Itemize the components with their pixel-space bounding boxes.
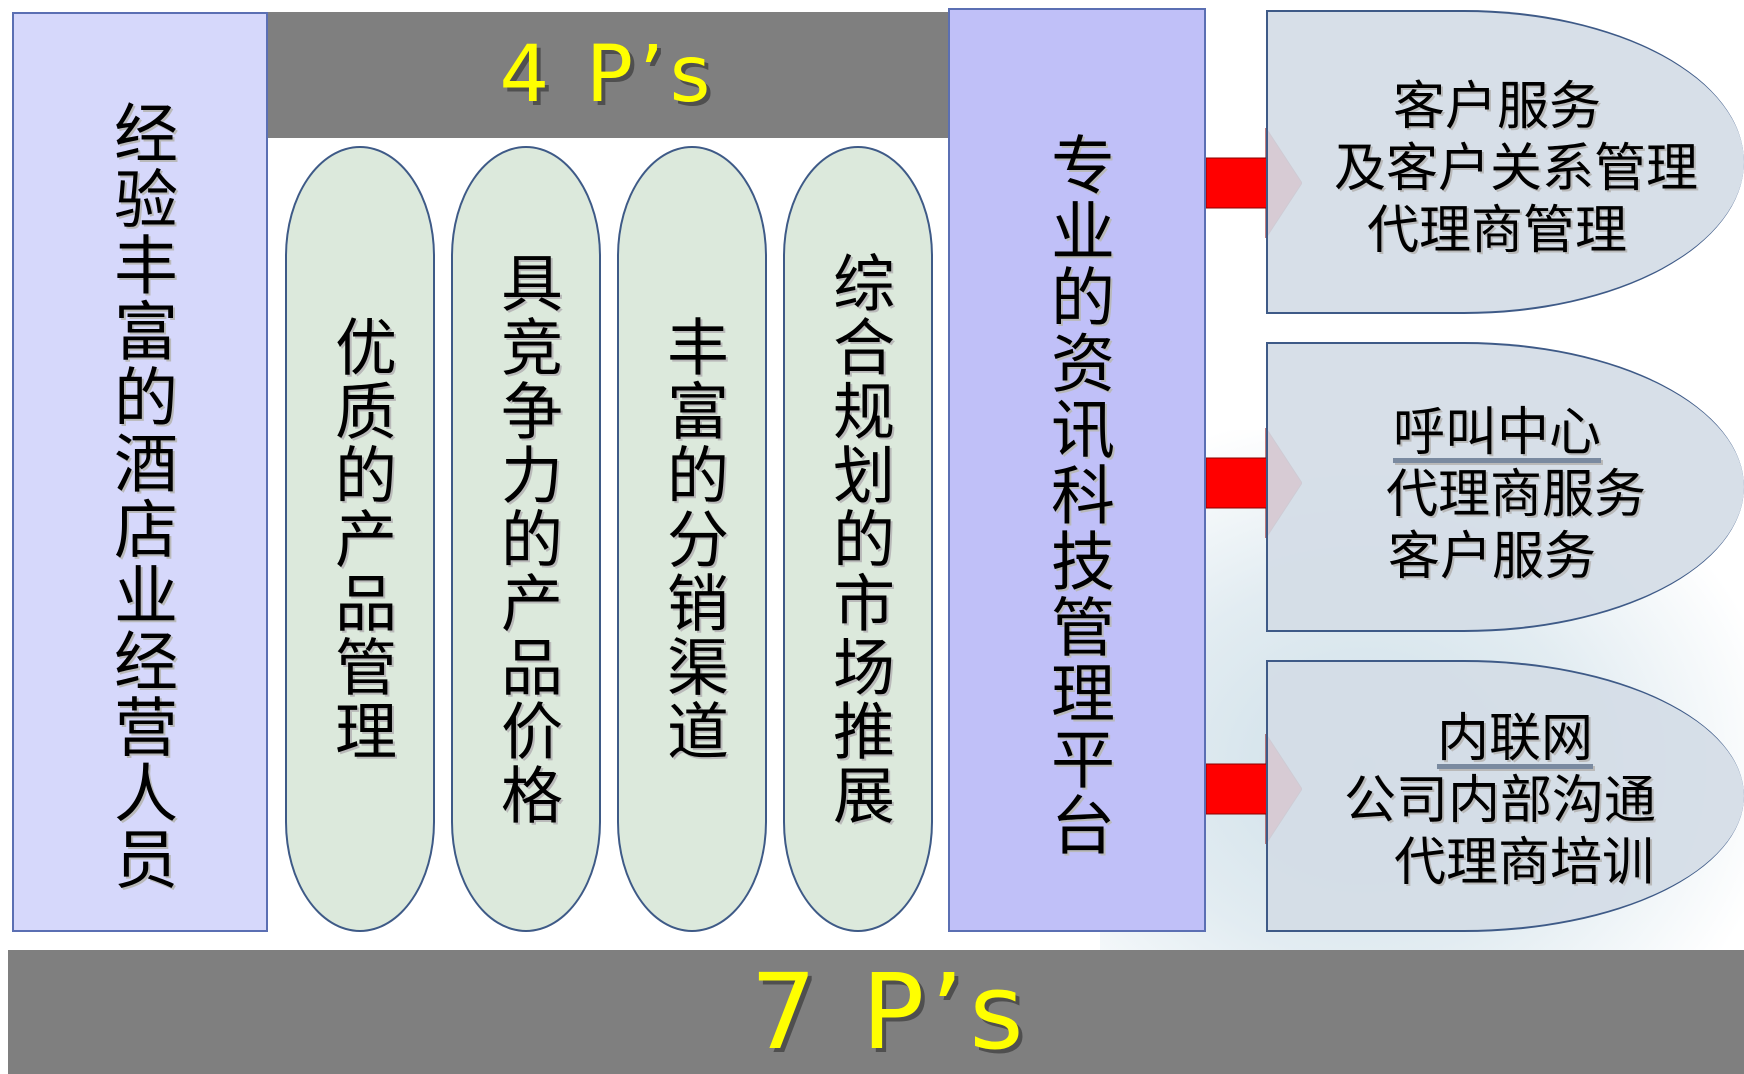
card-line: 公司内部沟通 (1343, 771, 1656, 831)
pillar-label: 优质的产品管理 (324, 315, 397, 763)
top-bar-title: 4 P’s (499, 30, 717, 120)
pillar-distribution-channels: 丰富的分销渠道 (617, 146, 767, 932)
card-line: 代理商管理 (1366, 201, 1627, 261)
card-line-link-text: 呼叫中心 (1392, 403, 1601, 463)
pillar-market-promotion: 综合规划的市场推展 (783, 146, 933, 932)
card-customer-service: 客户服务 及客户关系管理 代理商管理 (1266, 10, 1744, 314)
pillar-label: 具竞争力的产品价格 (490, 251, 563, 827)
pillar-competitive-price: 具竞争力的产品价格 (451, 146, 601, 932)
card-line: 内联网 (1268, 708, 1744, 770)
left-panel-experienced-staff: 经验丰富的酒店业经营人员 (12, 12, 268, 932)
card-line: 呼叫中心 (1268, 402, 1744, 464)
card-line-link-text: 内联网 (1436, 709, 1593, 769)
card-line: 客户服务 (1392, 77, 1601, 137)
card-line: 代理商服务 (1385, 465, 1646, 525)
card-intranet: 内联网 公司内部沟通 代理商培训 (1266, 660, 1744, 932)
bottom-bar-title: 7 P’s (750, 951, 1030, 1073)
left-panel-label: 经验丰富的酒店业经营人员 (103, 100, 177, 892)
bottom-bar-7ps: 7 P’s (8, 950, 1744, 1074)
pillar-label: 综合规划的市场推展 (822, 251, 895, 827)
center-panel-label: 专业的资讯科技管理平台 (1040, 132, 1114, 858)
pillar-label: 丰富的分销渠道 (656, 315, 729, 763)
card-line: 客户服务 (1387, 527, 1596, 587)
card-line: 及客户关系管理 (1333, 139, 1698, 199)
card-line: 代理商培训 (1393, 833, 1654, 893)
center-panel-it-platform: 专业的资讯科技管理平台 (948, 8, 1206, 932)
pillar-product-management: 优质的产品管理 (285, 146, 435, 932)
top-bar-4ps: 4 P’s (268, 12, 948, 138)
